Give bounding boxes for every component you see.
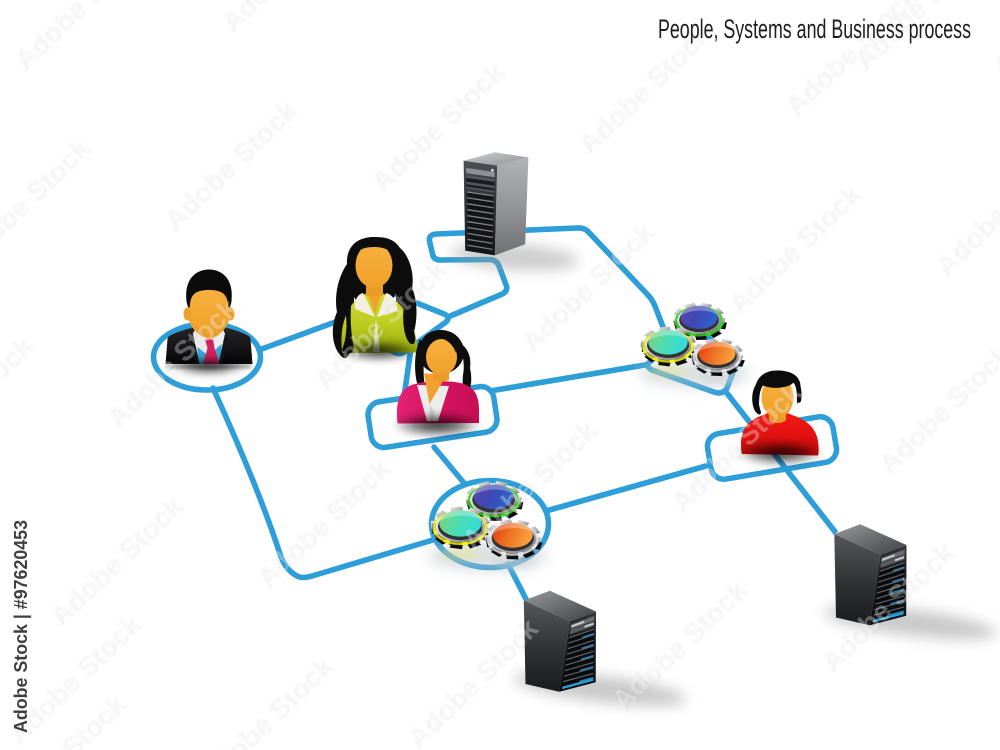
svg-text:Adobe Stock | #97620453: Adobe Stock | #97620453 <box>10 520 31 733</box>
svg-text:People, Systems and Business p: People, Systems and Business process <box>658 14 971 44</box>
